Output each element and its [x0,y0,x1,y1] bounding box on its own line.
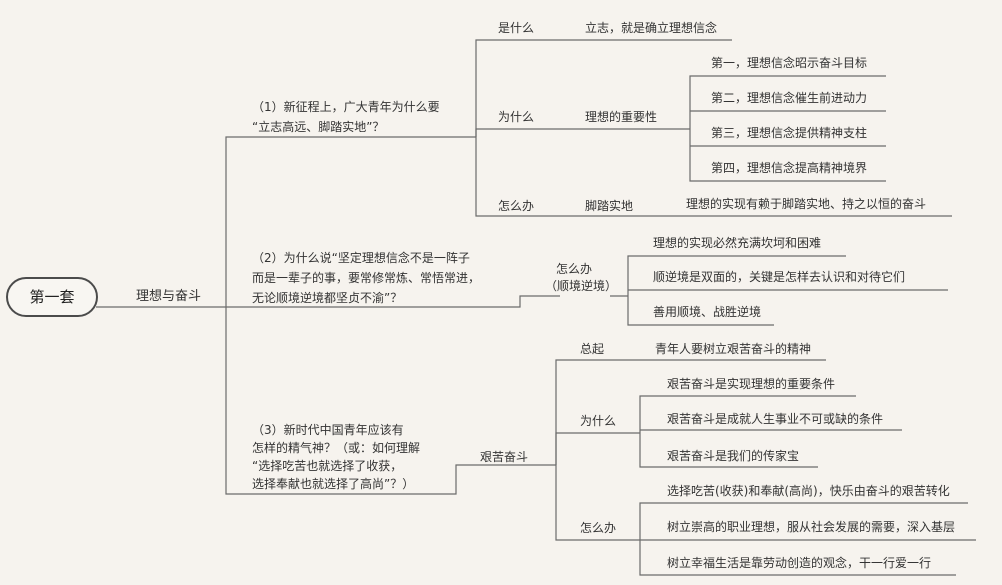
q2-line1: （2）为什么说“坚定理想信念不是一阵子 [252,251,470,265]
q3-how-bracket [639,502,976,576]
q3-how-item-3[interactable]: 树立幸福生活是靠劳动创造的观念，干一行爱一行 [667,556,932,570]
q2-item-1[interactable]: 理想的实现必然充满坎坷和困难 [653,236,822,250]
q3-how-link [555,465,640,541]
q2-bracket [610,255,948,326]
root-node[interactable]: 第一套 [6,277,98,317]
q3-why-link [555,432,640,465]
q1-how-item[interactable]: 理想的实现有赖于脚踏实地、持之以恒的奋斗 [686,197,927,211]
q1-how-label[interactable]: 怎么办 [498,199,535,213]
q3-why-label[interactable]: 为什么 [580,414,617,428]
q1-why-link [475,128,690,137]
q1-what-label[interactable]: 是什么 [498,21,535,35]
q1-how-link [475,137,952,217]
q1-why-node[interactable]: 理想的重要性 [585,110,658,124]
q3-node[interactable]: 艰苦奋斗 [480,450,529,464]
q3-why-item-3[interactable]: 艰苦奋斗是我们的传家宝 [667,449,800,463]
q3-how-item-1[interactable]: 选择吃苦(收获)和奉献(高尚)，快乐由奋斗的艰苦转化 [667,484,950,498]
q1-line2: “立志高远、脚踏实地”？ [252,120,385,134]
q1-trunk [475,39,495,137]
q2-how-sublabel[interactable]: （顺境逆境） [545,279,618,293]
q3-line1: （3）新时代中国青年应该有 [252,423,404,437]
q3-summary-item[interactable]: 青年人要树立艰苦奋斗的精神 [655,342,812,356]
q1-why-item-2[interactable]: 第二，理想信念催生前进动力 [711,91,868,105]
q3-why-item-1[interactable]: 艰苦奋斗是实现理想的重要条件 [667,377,836,391]
link-topic-q2 [226,295,560,308]
q3-line4: 选择奉献也就选择了高尚”？） [252,477,415,491]
q2-line3: 无论顺境逆境都坚贞不渝”？ [252,291,403,305]
q3-line3: “选择吃苦也就选择了收获， [252,459,403,473]
q3-how-label[interactable]: 怎么办 [580,521,617,535]
q1-why-item-4[interactable]: 第四，理想信念提高精神境界 [711,161,868,175]
q2-how-label[interactable]: 怎么办 [556,262,593,276]
link-topic-q3 [225,307,556,495]
q3-why-bracket [639,395,902,468]
q2-item-2[interactable]: 顺逆境是双面的，关键是怎样去认识和对待它们 [653,270,906,284]
q1-why-bracket [689,75,886,182]
q1-how-node[interactable]: 脚踏实地 [585,199,634,213]
q1-why-item-3[interactable]: 第三，理想信念提供精神支柱 [711,126,868,140]
q3-why-item-2[interactable]: 艰苦奋斗是成就人生事业不可或缺的条件 [667,412,884,426]
q2-line2: 而是一辈子的事，要常修常炼、常悟常进， [252,271,481,285]
topic-node[interactable]: 理想与奋斗 [136,289,202,304]
q3-how-item-2[interactable]: 树立崇高的职业理想，服从社会发展的需要，深入基层 [667,520,956,534]
q1-line1: （1）新征程上，广大青年为什么要 [252,100,440,114]
q2-item-3[interactable]: 善用顺境、战胜逆境 [653,305,762,319]
q1-what-node[interactable]: 立志，就是确立理想信念 [585,21,718,35]
q3-trunk [555,359,826,465]
trunk-topic [225,136,476,307]
q3-summary-label[interactable]: 总起 [580,342,605,356]
q1-why-label[interactable]: 为什么 [498,110,535,124]
q1-why-item-1[interactable]: 第一，理想信念昭示奋斗目标 [711,56,868,70]
q3-line2: 怎样的精气神？（或：如何理解 [252,441,421,455]
